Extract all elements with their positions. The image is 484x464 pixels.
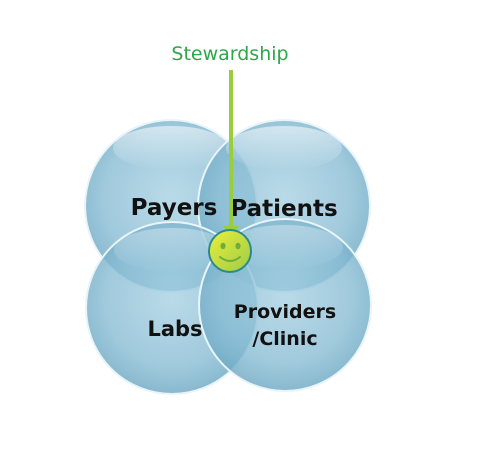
label-patients: Patients — [230, 196, 337, 222]
smiley-face-icon — [208, 229, 252, 273]
stewardship-label: Stewardship — [171, 43, 288, 65]
label-labs: Labs — [147, 317, 202, 341]
label-providers-line1: Providers — [234, 301, 336, 323]
label-providers-line2: /Clinic — [252, 328, 317, 350]
label-payers: Payers — [131, 195, 218, 221]
